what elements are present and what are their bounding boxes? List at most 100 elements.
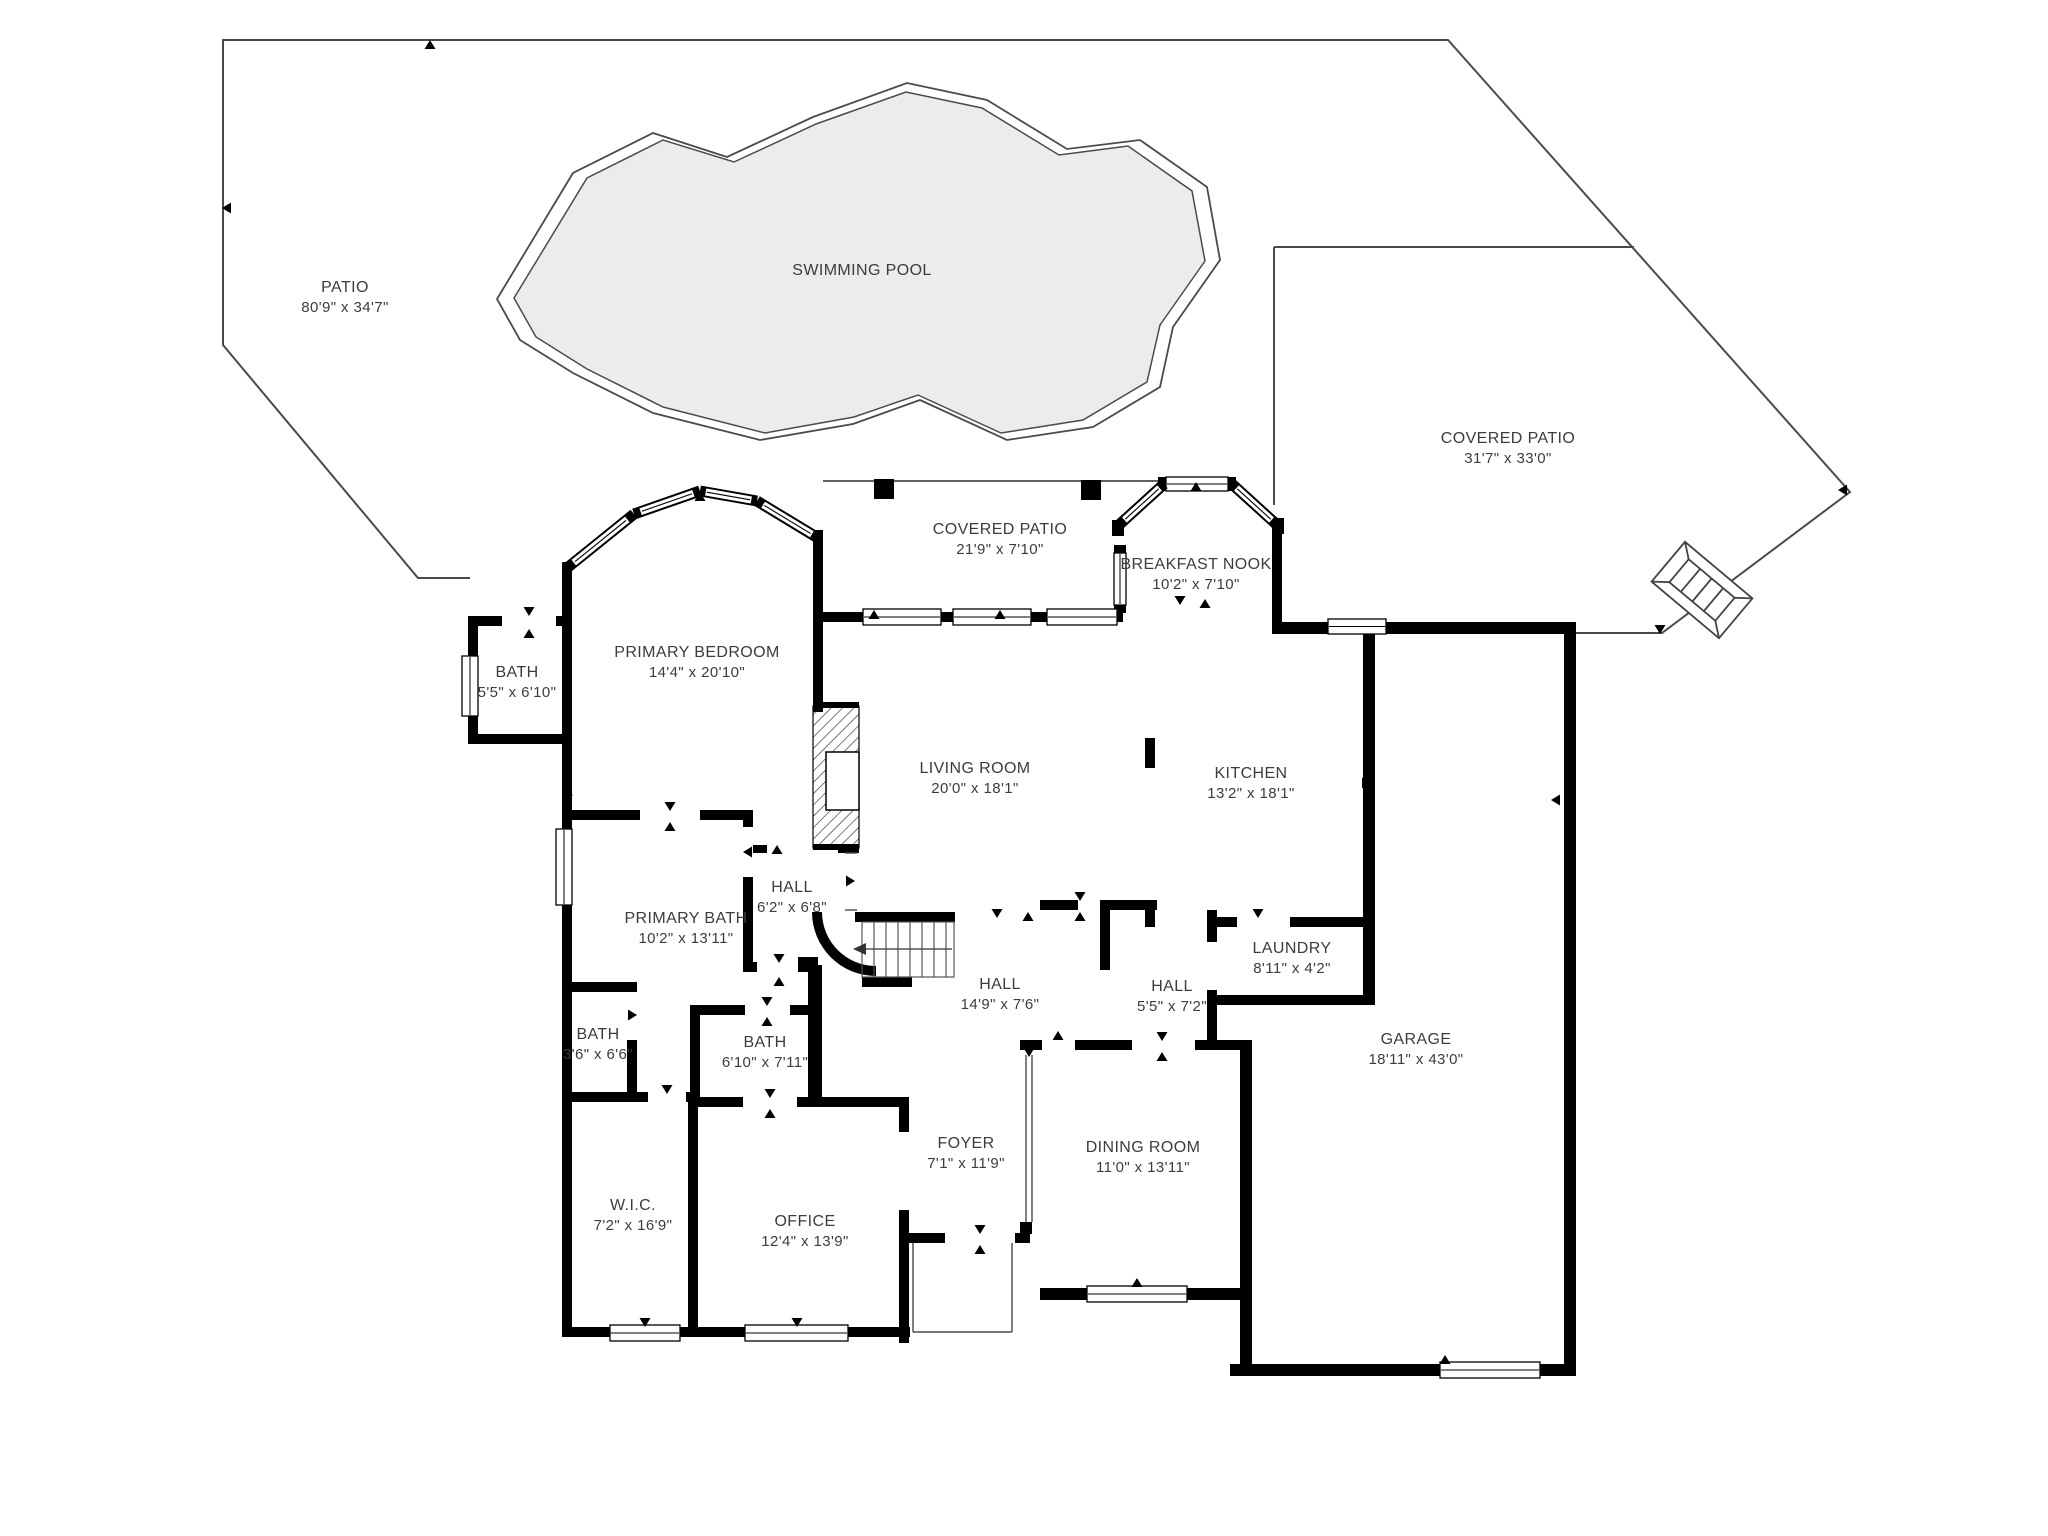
wall-segment (743, 812, 753, 827)
wall-segment (562, 810, 572, 829)
door-marker (974, 1225, 986, 1234)
room-name-bath-office: BATH (743, 1034, 786, 1051)
wall-segment (562, 982, 572, 1102)
door-marker (694, 492, 706, 501)
wall-segment (572, 982, 637, 992)
door-marker (1131, 1278, 1143, 1287)
room-dims-patio: 80'9" x 34'7" (301, 299, 388, 316)
wall-segment (1114, 605, 1126, 613)
wall-segment (562, 1327, 610, 1337)
wall-segment (1145, 900, 1155, 927)
room-label-living-room: LIVING ROOM 20'0" x 18'1" (919, 760, 1030, 797)
door-marker (994, 610, 1006, 619)
door-marker (974, 1245, 986, 1254)
room-dims-living-room: 20'0" x 18'1" (931, 780, 1018, 797)
room-dims-dining-room: 11'0" x 13'11" (1096, 1159, 1190, 1176)
wall-segment (1100, 910, 1110, 970)
door-marker (846, 875, 855, 887)
room-dims-hall-small: 6'2" x 6'8" (757, 899, 827, 916)
room-dims-foyer: 7'1" x 11'9" (927, 1155, 1005, 1172)
wall-segment (1040, 1288, 1087, 1300)
wall-segment (562, 905, 572, 990)
room-dims-bath-hall: 3'6" x 6'6" (563, 1046, 633, 1063)
door-marker (771, 845, 783, 854)
stair-direction-arrow (853, 943, 866, 955)
wall-segment (1207, 917, 1237, 927)
room-dims-covered-patio-right: 31'7" x 33'0" (1464, 450, 1551, 467)
detail-lines (845, 852, 1033, 1333)
door-marker (1199, 599, 1211, 608)
wall-segment (1540, 1364, 1576, 1376)
wall-segment (1100, 900, 1157, 910)
wall-segment (813, 530, 823, 622)
wall-segment (562, 1092, 572, 1337)
door-marker (1838, 484, 1847, 496)
door-marker (1074, 892, 1086, 901)
wall-segment (468, 616, 502, 626)
door-marker (791, 1318, 803, 1327)
room-dims-garage: 18'11" x 43'0" (1368, 1051, 1463, 1068)
room-name-kitchen: KITCHEN (1214, 765, 1287, 782)
patio-post (874, 479, 894, 499)
room-name-wic: W.I.C. (610, 1197, 656, 1214)
pool-water (513, 91, 1206, 434)
outdoor-feature (1650, 540, 1754, 640)
room-dims-hall-rear: 5'5" x 7'2" (1137, 998, 1207, 1015)
wall-segment (690, 1005, 700, 1097)
wall-segment (790, 1005, 818, 1015)
wall-segment (468, 616, 478, 656)
door-marker (764, 1109, 776, 1118)
door-marker (1022, 912, 1034, 921)
wall-segment (1187, 1288, 1240, 1300)
wall-segment (1207, 995, 1375, 1005)
door-marker (1190, 482, 1202, 491)
walls-layer (468, 477, 1576, 1376)
wall-segment (905, 1233, 945, 1243)
wall-segment (1195, 1040, 1240, 1050)
room-dims-bath-primary-ensuite: 5'5" x 6'10" (478, 684, 557, 701)
room-dims-wic: 7'2" x 16'9" (594, 1217, 673, 1234)
wall-segment (753, 845, 767, 853)
staircase (853, 921, 955, 978)
wall-segment (1230, 1364, 1440, 1376)
door-marker (773, 977, 785, 986)
door-marker (764, 1089, 776, 1098)
room-name-dining-room: DINING ROOM (1086, 1139, 1201, 1156)
wall-segment (1386, 622, 1576, 634)
room-name-covered-patio-top: COVERED PATIO (933, 521, 1067, 538)
room-name-swimming-pool: SWIMMING POOL (792, 262, 931, 279)
wall-segment (468, 716, 478, 744)
door-marker (868, 610, 880, 619)
wall-segment (798, 962, 814, 972)
door-marker (743, 846, 752, 858)
room-name-laundry: LAUNDRY (1253, 940, 1332, 957)
wall-segment (899, 1097, 909, 1132)
wall-segment (562, 562, 572, 820)
door-marker (1551, 794, 1560, 806)
door-marker (991, 909, 1003, 918)
wall-segment (698, 1097, 743, 1107)
room-dims-covered-patio-top: 21'9" x 7'10" (956, 541, 1043, 558)
room-dims-primary-bedroom: 14'4" x 20'10" (649, 664, 745, 681)
room-name-living-room: LIVING ROOM (919, 760, 1030, 777)
room-dims-office: 12'4" x 13'9" (761, 1233, 848, 1250)
covered-patio-structure (823, 479, 1158, 500)
wall-segment (1272, 622, 1328, 634)
door-marker (664, 802, 676, 811)
room-label-bath-hall: BATH 3'6" x 6'6" (563, 1026, 633, 1063)
door-marker (1023, 1048, 1035, 1057)
wall-segment (562, 810, 640, 820)
room-label-covered-patio-top: COVERED PATIO 21'9" x 7'10" (933, 521, 1067, 558)
door-marker (661, 1085, 673, 1094)
wall-segment (848, 1327, 910, 1337)
door-marker (523, 629, 535, 638)
wall-segment (700, 810, 753, 820)
room-name-bath-hall: BATH (576, 1026, 619, 1043)
